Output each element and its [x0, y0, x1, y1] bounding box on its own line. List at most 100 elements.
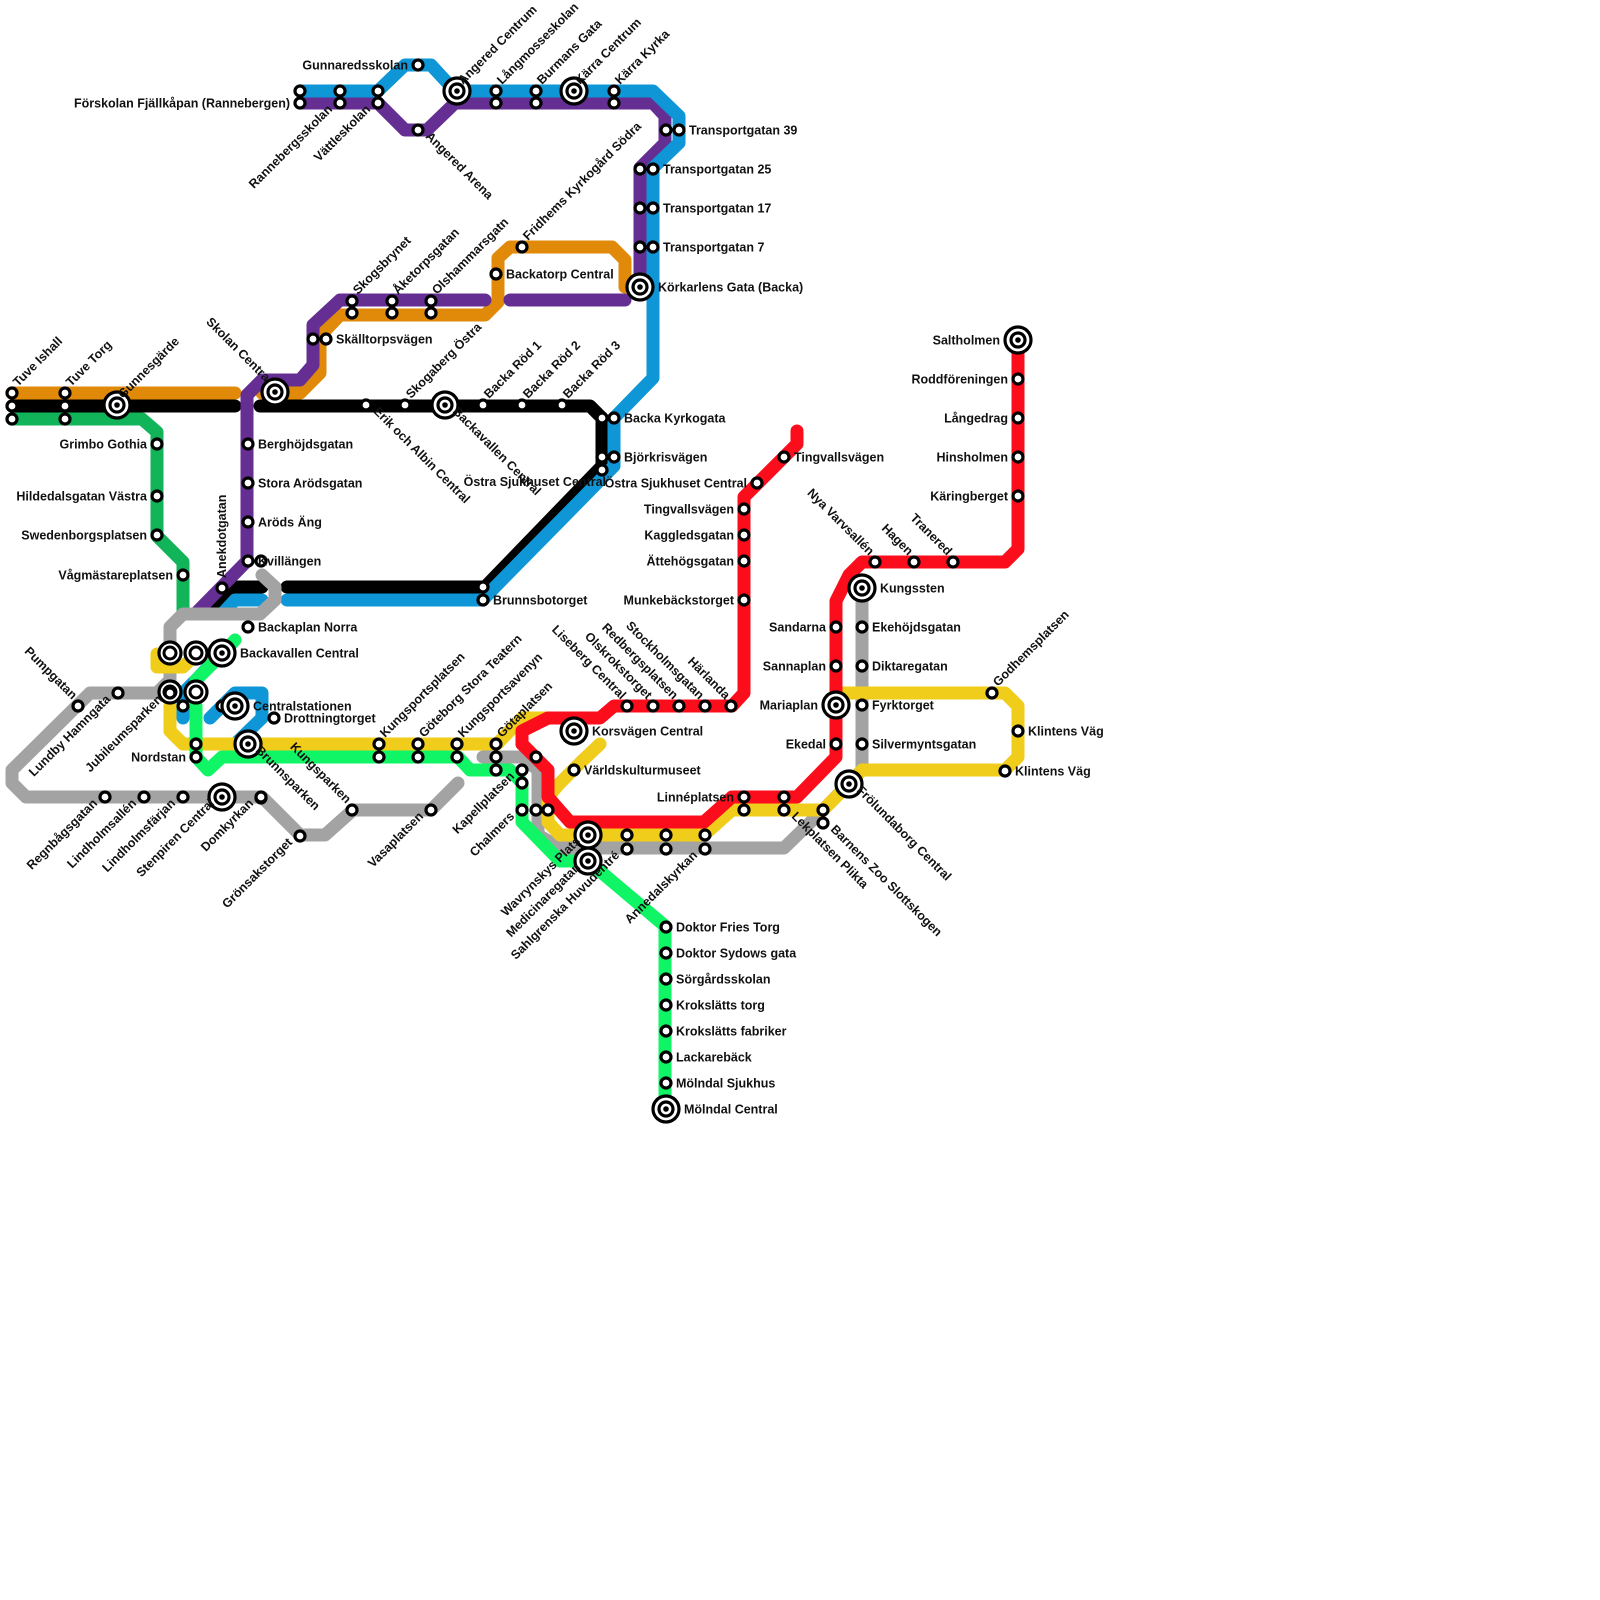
station[interactable]: Grönsakstorget — [219, 831, 305, 911]
station[interactable]: Förskolan Fjällkåpan (Rannebergen) — [74, 97, 305, 111]
station[interactable]: Kaggledsgatan — [644, 529, 749, 543]
station[interactable]: Klintens Väg — [1013, 725, 1104, 739]
station[interactable]: Backavallen Central — [209, 640, 359, 666]
station[interactable]: Vågmästareplatsen — [58, 569, 188, 583]
station-marker-icon — [491, 98, 501, 108]
station[interactable]: Fridhems Kyrkogård Södra — [517, 119, 645, 252]
station-marker-icon — [700, 830, 710, 840]
station[interactable]: Hinsholmen — [936, 451, 1023, 465]
station[interactable]: Tingvallsvägen — [644, 503, 749, 517]
station[interactable]: Silvermyntsgatan — [857, 738, 976, 752]
station[interactable]: Ättehögsgatan — [647, 554, 750, 569]
station-marker-icon — [60, 414, 70, 424]
station[interactable]: Långedrag — [944, 412, 1023, 426]
station[interactable]: Backa Kyrkogata — [609, 412, 726, 426]
station-label: Swedenborgsplatsen — [21, 529, 147, 543]
station-label: Gunnaredsskolan — [302, 59, 408, 73]
station[interactable]: Transportgatan 7 — [648, 241, 764, 255]
station-marker-icon — [635, 242, 645, 252]
station-label: Doktor Fries Torg — [676, 921, 780, 935]
station[interactable]: Barnens Zoo Slottskogen — [818, 818, 945, 939]
station[interactable]: Björkrisvägen — [609, 451, 707, 465]
station[interactable]: Anekdotgatan — [215, 495, 229, 593]
station-marker-icon — [308, 334, 318, 344]
station-marker-icon — [178, 701, 188, 711]
station[interactable]: Backatorp Central — [491, 268, 614, 282]
station-label: Kvillängen — [258, 555, 321, 569]
station[interactable]: Angered Arena — [413, 125, 497, 203]
station[interactable]: Fyrktorget — [857, 699, 935, 713]
station-label: Hagen — [879, 521, 916, 558]
station-label: Godhemsplatsen — [990, 608, 1072, 690]
station-label: Kaggledsgatan — [644, 529, 734, 543]
station[interactable]: Backa Röd 1 — [478, 338, 544, 410]
station-label: Förskolan Fjällkåpan (Rannebergen) — [74, 97, 290, 111]
station-label: Klintens Väg — [1015, 765, 1091, 779]
station-marker-icon — [609, 98, 619, 108]
station-label: Barnens Zoo Slottskogen — [828, 822, 945, 939]
station[interactable]: Mölndal Sjukhus — [661, 1077, 775, 1091]
station[interactable]: Världskulturmuseet — [569, 764, 702, 778]
station[interactable]: Krokslätts fabriker — [661, 1025, 787, 1039]
station-label: Backa Kyrkogata — [624, 412, 726, 426]
station-label: Östra Sjukhuset Central — [464, 474, 606, 489]
station[interactable]: Östra Sjukhuset Central — [605, 476, 762, 491]
station-marker-icon — [478, 582, 488, 592]
station[interactable]: Sörgårdsskolan — [661, 973, 770, 987]
station[interactable]: Grimbo Gothia — [60, 438, 163, 452]
station[interactable]: Aröds Äng — [243, 515, 322, 530]
station[interactable]: Munkebäckstorget — [624, 594, 749, 608]
station[interactable]: Transportgatan 25 — [648, 163, 771, 177]
station[interactable]: Doktor Sydows gata — [661, 947, 797, 961]
interchange-icon — [185, 681, 207, 703]
station[interactable]: Östra Sjukhuset Central — [464, 465, 607, 489]
station[interactable]: Swedenborgsplatsen — [21, 529, 162, 543]
station[interactable]: Tingvallsvägen — [779, 451, 884, 465]
station-marker-icon — [635, 203, 645, 213]
station[interactable]: Sannaplan — [763, 660, 841, 674]
station-label: Roddföreningen — [911, 373, 1008, 387]
station[interactable]: Diktaregatan — [857, 660, 948, 674]
station-label: Åketorpsgatan — [390, 225, 463, 298]
station[interactable]: Doktor Fries Torg — [661, 921, 780, 935]
station[interactable]: Godhemsplatsen — [987, 608, 1072, 698]
station[interactable]: Mariaplan — [760, 692, 849, 718]
station-marker-icon — [739, 805, 749, 815]
station[interactable]: Transportgatan 39 — [674, 124, 797, 138]
station-label: Munkebäckstorget — [624, 594, 735, 608]
station[interactable]: Transportgatan 17 — [648, 202, 771, 216]
station-marker-icon — [661, 125, 671, 135]
station-label: Mölndal Central — [684, 1103, 778, 1117]
station-label: Lindholmsfärjan — [99, 796, 178, 875]
station-label: Grönsakstorget — [219, 835, 295, 911]
station[interactable]: Skälltorpsvägen — [321, 333, 433, 347]
station[interactable]: Annedalskyrkan — [622, 844, 710, 926]
station-label: Långedrag — [944, 412, 1008, 426]
station[interactable]: Backaplan Norra — [243, 621, 358, 635]
station-label: Tuve Torg — [63, 338, 114, 389]
station-label: Brunnsbotorget — [493, 594, 588, 608]
station[interactable]: Gunnaredsskolan — [302, 59, 423, 73]
station-marker-icon — [60, 401, 70, 411]
station[interactable]: Kungssten — [849, 575, 945, 601]
station[interactable]: Ekehöjdsgatan — [857, 621, 961, 635]
station[interactable]: Mölndal Central — [653, 1096, 778, 1122]
station[interactable]: Roddföreningen — [911, 373, 1023, 387]
station[interactable]: Saltholmen — [933, 327, 1031, 353]
station[interactable]: Käringberget — [930, 490, 1023, 504]
station[interactable]: Pumpgatan — [22, 644, 83, 711]
station[interactable]: Stora Arödsgatan — [243, 477, 362, 491]
station-label: Tranered — [908, 511, 955, 558]
station[interactable]: Brunnsbotorget — [478, 594, 588, 608]
station-label: Tingvallsvägen — [644, 503, 734, 517]
station-label: Skälltorpsvägen — [336, 333, 433, 347]
station[interactable]: Ekedal — [786, 738, 841, 752]
station[interactable]: Berghöjdsgatan — [243, 438, 353, 452]
station[interactable]: Nya Varvsallén — [804, 486, 880, 567]
station[interactable]: Krokslätts torg — [661, 999, 765, 1013]
station[interactable]: Korsvägen Central — [561, 718, 703, 744]
station[interactable]: Lackarebäck — [661, 1051, 752, 1065]
station[interactable]: Hildedalsgatan Västra — [16, 490, 162, 504]
station[interactable]: Drottningtorget — [269, 712, 376, 726]
station-label: Backaplan Norra — [258, 621, 358, 635]
